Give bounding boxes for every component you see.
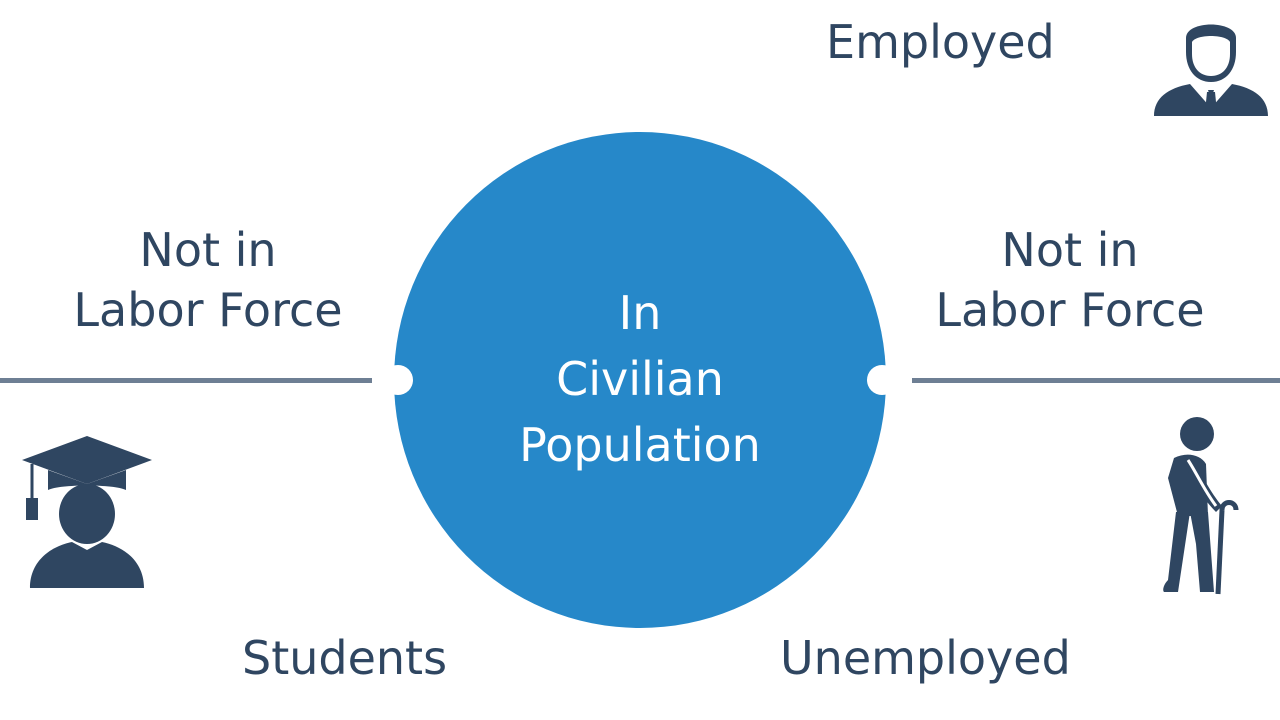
center-label-line3: Population	[519, 418, 761, 472]
left-not-in-labor-force-label: Not in Labor Force	[48, 220, 368, 340]
students-label: Students	[242, 631, 448, 685]
center-label-line1: In	[618, 286, 662, 340]
unemployed-label: Unemployed	[780, 631, 1071, 685]
civilian-population-circle	[383, 132, 897, 628]
left-label-line1: Not in	[139, 223, 277, 277]
businessman-icon	[1154, 24, 1268, 116]
graduate-icon	[22, 436, 152, 588]
right-divider-line	[912, 378, 1280, 383]
elderly-person-cane-icon	[1163, 417, 1239, 595]
left-divider-line	[0, 378, 372, 383]
center-label-line2: Civilian	[556, 352, 724, 406]
left-label-line2: Labor Force	[73, 283, 343, 337]
right-label-line2: Labor Force	[935, 283, 1205, 337]
right-label-line1: Not in	[1001, 223, 1139, 277]
center-label: In Civilian Population	[380, 280, 900, 478]
employed-label: Employed	[826, 15, 1055, 69]
right-not-in-labor-force-label: Not in Labor Force	[910, 220, 1230, 340]
